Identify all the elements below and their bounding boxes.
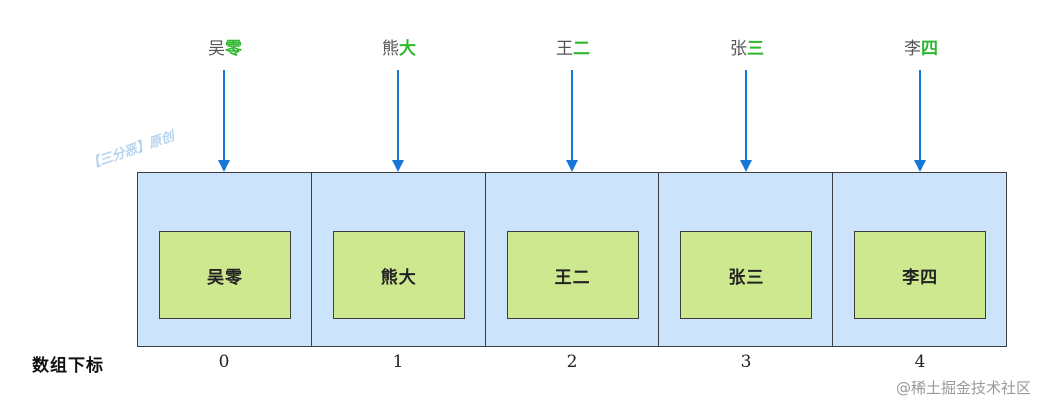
source-credit: @稀土掘金技术社区 <box>895 379 1031 397</box>
arrow-down-icon <box>392 70 404 172</box>
top-label-4: 李四 <box>881 38 961 60</box>
top-label-3: 张三 <box>707 38 787 60</box>
array-slot-1: 熊大 <box>312 173 486 346</box>
array-element-0: 吴零 <box>159 231 291 319</box>
top-label-0-highlight: 零 <box>225 39 242 59</box>
array-container: 吴零 熊大 王二 张三 李四 <box>137 172 1007 347</box>
array-slot-4: 李四 <box>833 173 1006 346</box>
watermark: 【三分恶】原创 <box>85 129 177 173</box>
index-label-3: 3 <box>740 352 752 372</box>
top-label-2-highlight: 二 <box>573 39 590 59</box>
array-element-3: 张三 <box>680 231 813 319</box>
arrow-down-icon <box>218 70 230 172</box>
top-label-1: 熊大 <box>359 38 439 60</box>
top-label-3-highlight: 三 <box>747 39 764 59</box>
array-slot-3: 张三 <box>659 173 834 346</box>
top-label-2-prefix: 王 <box>556 39 573 59</box>
top-label-4-prefix: 李 <box>904 39 921 59</box>
top-label-3-prefix: 张 <box>730 39 747 59</box>
top-label-2: 王二 <box>533 38 613 60</box>
top-label-0-prefix: 吴 <box>208 39 225 59</box>
top-label-4-highlight: 四 <box>921 39 938 59</box>
index-label-0: 0 <box>218 352 230 372</box>
array-element-1: 熊大 <box>332 231 465 319</box>
arrow-down-icon <box>740 70 752 172</box>
array-element-4: 李四 <box>854 231 987 319</box>
top-label-0: 吴零 <box>185 38 265 60</box>
top-label-1-prefix: 熊 <box>382 39 399 59</box>
array-slot-0: 吴零 <box>138 173 312 346</box>
top-label-1-highlight: 大 <box>399 39 416 59</box>
index-row-label: 数组下标 <box>32 356 104 376</box>
array-element-2: 王二 <box>506 231 639 319</box>
arrow-down-icon <box>914 70 926 172</box>
index-label-1: 1 <box>392 352 404 372</box>
array-slot-2: 王二 <box>486 173 660 346</box>
index-label-4: 4 <box>914 352 926 372</box>
index-label-2: 2 <box>566 352 578 372</box>
arrow-down-icon <box>566 70 578 172</box>
